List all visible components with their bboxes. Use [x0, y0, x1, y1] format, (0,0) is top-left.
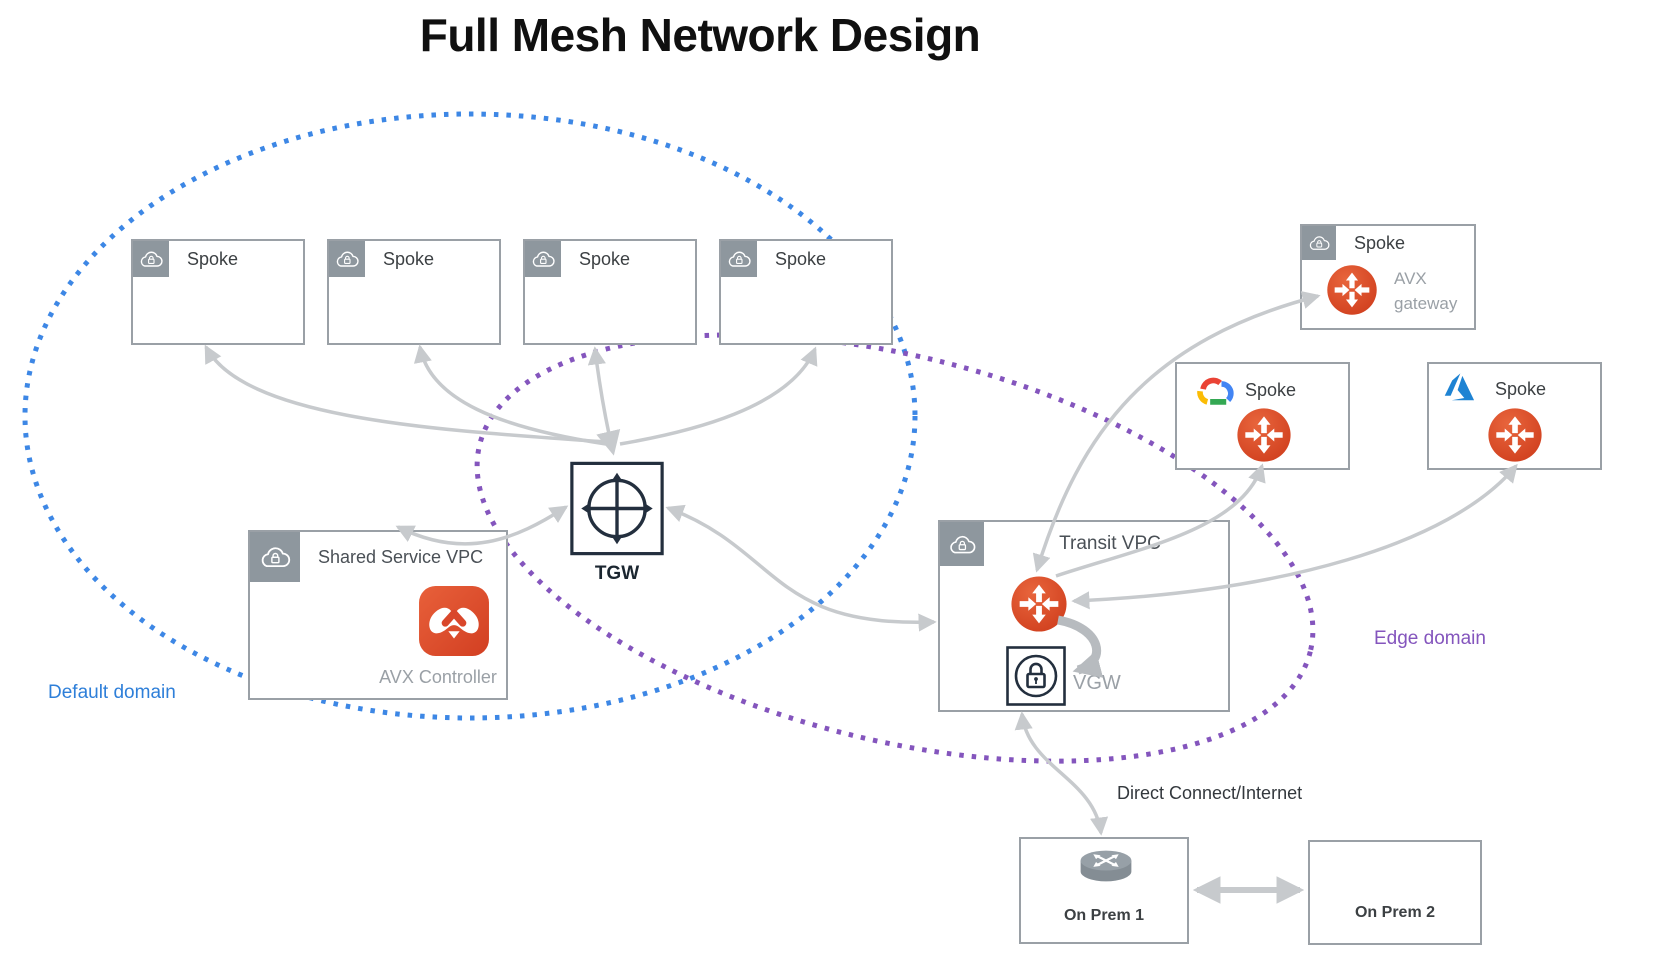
spoke-vpc-box-2: Spoke — [327, 239, 501, 345]
edge-domain-label: Edge domain — [1374, 628, 1486, 649]
page-title: Full Mesh Network Design — [419, 9, 981, 61]
spoke-vpc-box-1: Spoke — [131, 239, 305, 345]
spoke-label: Spoke — [1354, 233, 1406, 253]
tgw-icon — [570, 461, 664, 556]
spoke-avx-gateway-box: Spoke AVX gateway — [1300, 224, 1476, 330]
default-domain-label: Default domain — [48, 682, 176, 703]
google-cloud-icon — [1190, 374, 1236, 408]
on-prem-1-box: On Prem 1 — [1019, 837, 1189, 944]
arrow-spoke1-tgw — [204, 344, 607, 444]
avx-gateway-label: AVX gateway — [1394, 269, 1458, 313]
shared-service-vpc-box: Shared Service VPC AVX Controller — [248, 530, 508, 700]
spoke-label: Spoke — [187, 249, 239, 269]
on-prem-2-label: On Prem 2 — [1354, 904, 1436, 921]
spoke-label: Spoke — [1495, 379, 1547, 399]
cloud-lock-icon — [329, 241, 365, 277]
transit-vpc-title: Transit VPC — [1059, 533, 1161, 554]
cloud-lock-icon — [940, 522, 984, 566]
arrow-tgw-transit — [665, 504, 937, 632]
spoke-vpc-box-4: Spoke — [719, 239, 893, 345]
spoke-vpc-box-3: Spoke — [523, 239, 697, 345]
transit-gateway-router-icon — [1010, 575, 1068, 633]
avx-controller-label: AVX Controller — [379, 667, 497, 687]
transit-vpc-box: Transit VPC VGW — [938, 520, 1230, 712]
azure-icon — [1442, 372, 1480, 406]
on-prem-router-icon — [1077, 844, 1135, 888]
cloud-lock-icon — [525, 241, 561, 277]
arrow-transit-onprem1 — [1014, 711, 1109, 836]
arrow-spoke2-tgw — [413, 344, 607, 446]
spoke-label: Spoke — [579, 249, 631, 269]
arrow-spoke3-tgw — [587, 346, 621, 456]
shared-service-vpc-title: Shared Service VPC — [318, 547, 484, 567]
vgw-icon — [1006, 646, 1066, 706]
cloud-lock-icon — [721, 241, 757, 277]
tgw-label: TGW — [594, 563, 640, 584]
on-prem-2-box: On Prem 2 — [1308, 840, 1482, 945]
cloud-lock-icon — [133, 241, 169, 277]
azure-spoke-router-icon — [1487, 407, 1543, 463]
cloud-lock-icon — [250, 532, 300, 582]
on-prem-1-label: On Prem 1 — [1063, 907, 1145, 924]
spoke-gcp-box: Spoke — [1175, 362, 1350, 470]
gcp-spoke-router-icon — [1236, 407, 1292, 463]
spoke-label: Spoke — [775, 249, 827, 269]
arrow-spoke4-tgw — [619, 346, 818, 446]
spoke-label: Spoke — [383, 249, 435, 269]
avx-gateway-router-icon — [1326, 264, 1378, 316]
spoke-azure-box: Spoke — [1427, 362, 1602, 470]
cloud-lock-icon — [1302, 226, 1336, 260]
avx-controller-icon — [418, 585, 490, 657]
vgw-label: VGW — [1073, 672, 1121, 694]
direct-connect-label: Direct Connect/Internet — [1117, 783, 1303, 803]
